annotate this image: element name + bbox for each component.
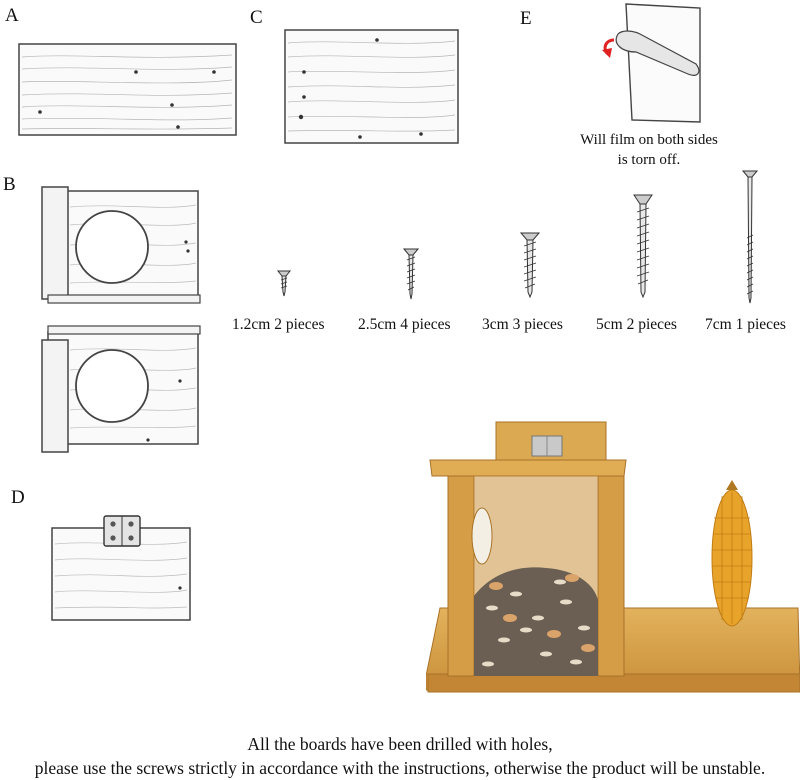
assembled-feeder-photo [425,418,800,696]
screw-2-5cm-icon [403,246,419,300]
footer-line2: please use the screws strictly in accord… [34,758,766,778]
screw-7cm-icon [742,168,758,304]
board-a-drawing [18,43,238,137]
screw-caption-3: 3cm 3 pieces [482,316,563,333]
screw-caption-2: 2.5cm 4 pieces [358,316,451,333]
label-c: C [250,7,263,28]
board-c-drawing [284,29,460,145]
label-b: B [3,174,16,195]
board-d-drawing [50,512,194,624]
screw-5cm-icon [633,192,653,298]
screw-3cm-icon [520,230,540,298]
screw-caption-1: 1.2cm 2 pieces [232,316,325,333]
label-a: A [5,5,19,26]
film-caption-line1: Will film on both sides [580,132,718,148]
screw-caption-5: 7cm 1 pieces [705,316,786,333]
instructions-footer: All the boards have been drilled with ho… [0,732,800,780]
label-e: E [520,8,532,29]
board-b-panel-bottom [40,324,202,456]
board-b-panel-top [40,185,202,307]
film-peel-drawing [592,0,722,128]
label-d: D [11,487,25,508]
screw-caption-4: 5cm 2 pieces [596,316,677,333]
film-caption: Will film on both sides is torn off. [540,130,758,170]
screw-1-2cm-icon [276,268,292,298]
footer-line1: All the boards have been drilled with ho… [247,734,553,754]
film-caption-line2: is torn off. [617,152,681,168]
